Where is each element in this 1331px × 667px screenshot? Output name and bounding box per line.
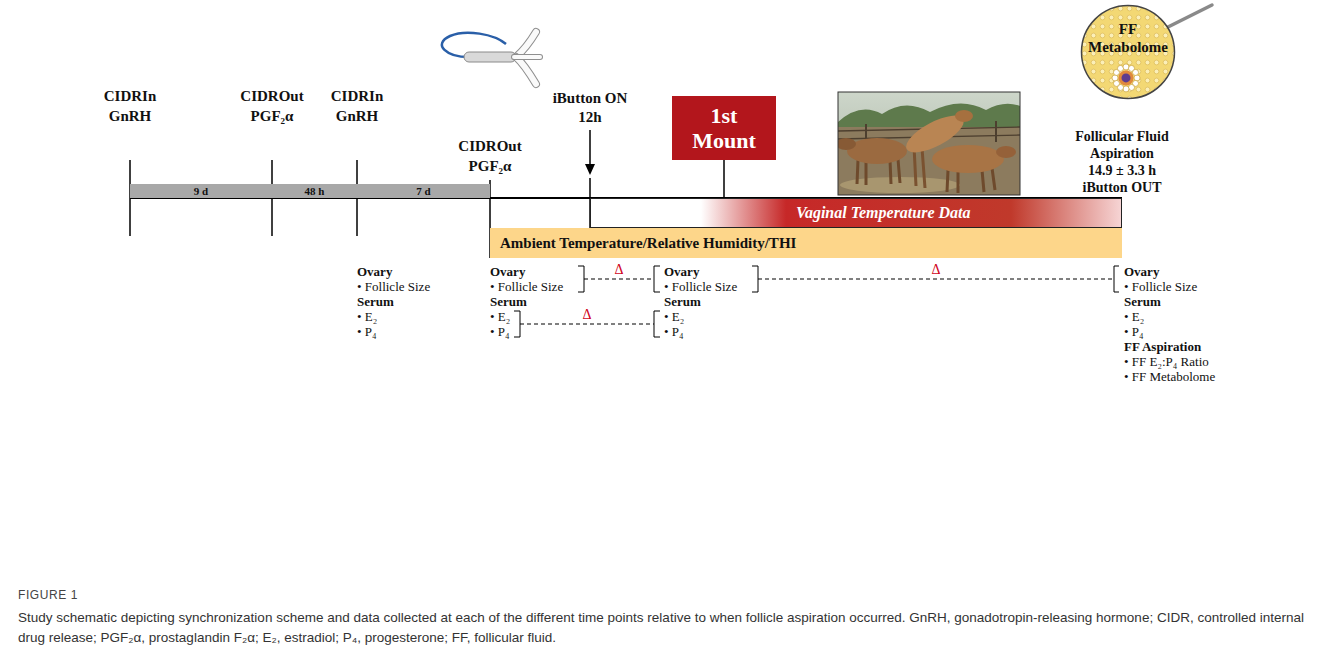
measure-item: • Follicle Size — [490, 279, 563, 294]
connector-line — [723, 160, 725, 198]
comparison-dash — [520, 324, 654, 325]
bracket — [578, 266, 584, 292]
measure-item: • E₂ — [1124, 309, 1144, 324]
node-text: 9 d — [194, 184, 208, 198]
oocyte — [1122, 73, 1131, 82]
pointer-arrowhead — [585, 164, 595, 175]
measure-heading: Ovary — [1124, 264, 1159, 279]
figure-title: FIGURE 1 — [18, 588, 78, 602]
cidr-wing — [516, 57, 536, 84]
measure-heading: Serum — [357, 294, 394, 309]
logger-label: iButton OUT — [1083, 179, 1162, 196]
protocol-step-label: CIDROut PGF₂α — [240, 86, 303, 126]
interval-bar: 9 d — [130, 184, 272, 198]
measure-item: • FF Metabolome — [1124, 369, 1215, 384]
measure-heading: FF Aspiration — [1124, 339, 1201, 354]
measure-heading: Serum — [664, 294, 701, 309]
cow-head — [955, 110, 973, 122]
comparison-dash — [584, 279, 654, 280]
measure-item: • FF E₂:P₄ Ratio — [1124, 354, 1209, 369]
cidr-body — [464, 52, 516, 62]
figure-caption: Study schematic depicting synchronizatio… — [18, 608, 1313, 648]
cidr-stem — [514, 55, 540, 59]
event-box: 1st Mount — [672, 96, 776, 160]
node-text: Ambient Temperature/Relative Humidity/TH… — [500, 233, 796, 253]
node-text: 48 h — [305, 184, 325, 198]
timeline-tick — [271, 160, 273, 236]
measure-heading: Serum — [490, 294, 527, 309]
bracket — [752, 266, 758, 292]
node-text: Vaginal Temperature Data — [796, 203, 971, 223]
aspiration-time: 14.9 ± 3.3 h — [1088, 162, 1156, 179]
cow-head — [838, 138, 856, 150]
measure-item: • Follicle Size — [1124, 279, 1197, 294]
bracket — [514, 311, 520, 337]
follicle-fill — [1082, 6, 1175, 99]
measure-item: • E₂ — [664, 309, 684, 324]
cidr-wing-outline — [516, 57, 536, 84]
measure-heading: Serum — [1124, 294, 1161, 309]
cumulus-cell — [1133, 69, 1139, 75]
data-band: Ambient Temperature/Relative Humidity/TH… — [490, 228, 1122, 258]
cidr-wing — [516, 32, 536, 57]
measure-item: • P₄ — [664, 324, 684, 339]
cumulus-cell — [1118, 65, 1124, 71]
cumulus-cell — [1123, 64, 1129, 70]
aspiration-needle — [1168, 5, 1212, 27]
cumulus-cell — [1123, 86, 1129, 92]
cow-body — [932, 145, 1004, 173]
change-marker: Δ — [931, 263, 940, 277]
measure-heading: Ovary — [357, 264, 392, 279]
comparison-dash — [758, 279, 1114, 280]
cumulus-cell — [1112, 75, 1118, 81]
measure-item: • E₂ — [357, 309, 377, 324]
measure-item: • P₄ — [1124, 324, 1144, 339]
node-text: 1st Mount — [692, 103, 756, 153]
measure-heading: Ovary — [664, 264, 699, 279]
follicle-wall — [1082, 6, 1175, 99]
measure-item: • E₂ — [490, 309, 510, 324]
timeline-tick — [356, 160, 358, 236]
cumulus-cell — [1113, 80, 1119, 86]
oocyte-zona — [1119, 70, 1134, 85]
node-text: 7 d — [416, 184, 430, 198]
measure-item: • Follicle Size — [664, 279, 737, 294]
logger-label: iButton ON — [553, 88, 628, 108]
photo-sky — [838, 92, 1020, 195]
pointer-arrow — [589, 130, 591, 166]
timeline-tick — [129, 160, 131, 236]
change-marker: Δ — [582, 308, 591, 322]
cidr-wing-outline — [516, 32, 536, 57]
cumulus-cell — [1134, 75, 1140, 81]
change-marker: Δ — [614, 263, 623, 277]
follicle-circle: FF Metabolome — [1080, 4, 1176, 100]
cidr-stem — [514, 54, 540, 60]
protocol-step-label: CIDRIn GnRH — [104, 86, 157, 126]
cow-body — [847, 138, 907, 164]
logger-time: 12h — [578, 107, 601, 127]
cattle-photo — [838, 92, 1020, 195]
measure-item: • Follicle Size — [357, 279, 430, 294]
bracket — [654, 311, 660, 337]
aspiration-label: Follicular Fluid Aspiration — [1057, 128, 1187, 162]
cow-head — [996, 146, 1016, 158]
data-band: Vaginal Temperature Data — [590, 198, 1122, 228]
photo-frame — [838, 92, 1020, 195]
interval-bar: 7 d — [357, 184, 490, 198]
protocol-step-label: CIDRIn GnRH — [331, 86, 384, 126]
protocol-step-label: CIDROut PGF₂α — [458, 136, 521, 176]
measure-item: • P₄ — [490, 324, 510, 339]
bracket — [1114, 266, 1119, 292]
measure-heading: Ovary — [490, 264, 525, 279]
interval-bar: 48 h — [272, 184, 357, 198]
bracket — [654, 266, 660, 292]
measure-item: • P₄ — [357, 324, 377, 339]
node-text: FF Metabolome — [1088, 20, 1168, 56]
cumulus-cell — [1129, 84, 1135, 90]
